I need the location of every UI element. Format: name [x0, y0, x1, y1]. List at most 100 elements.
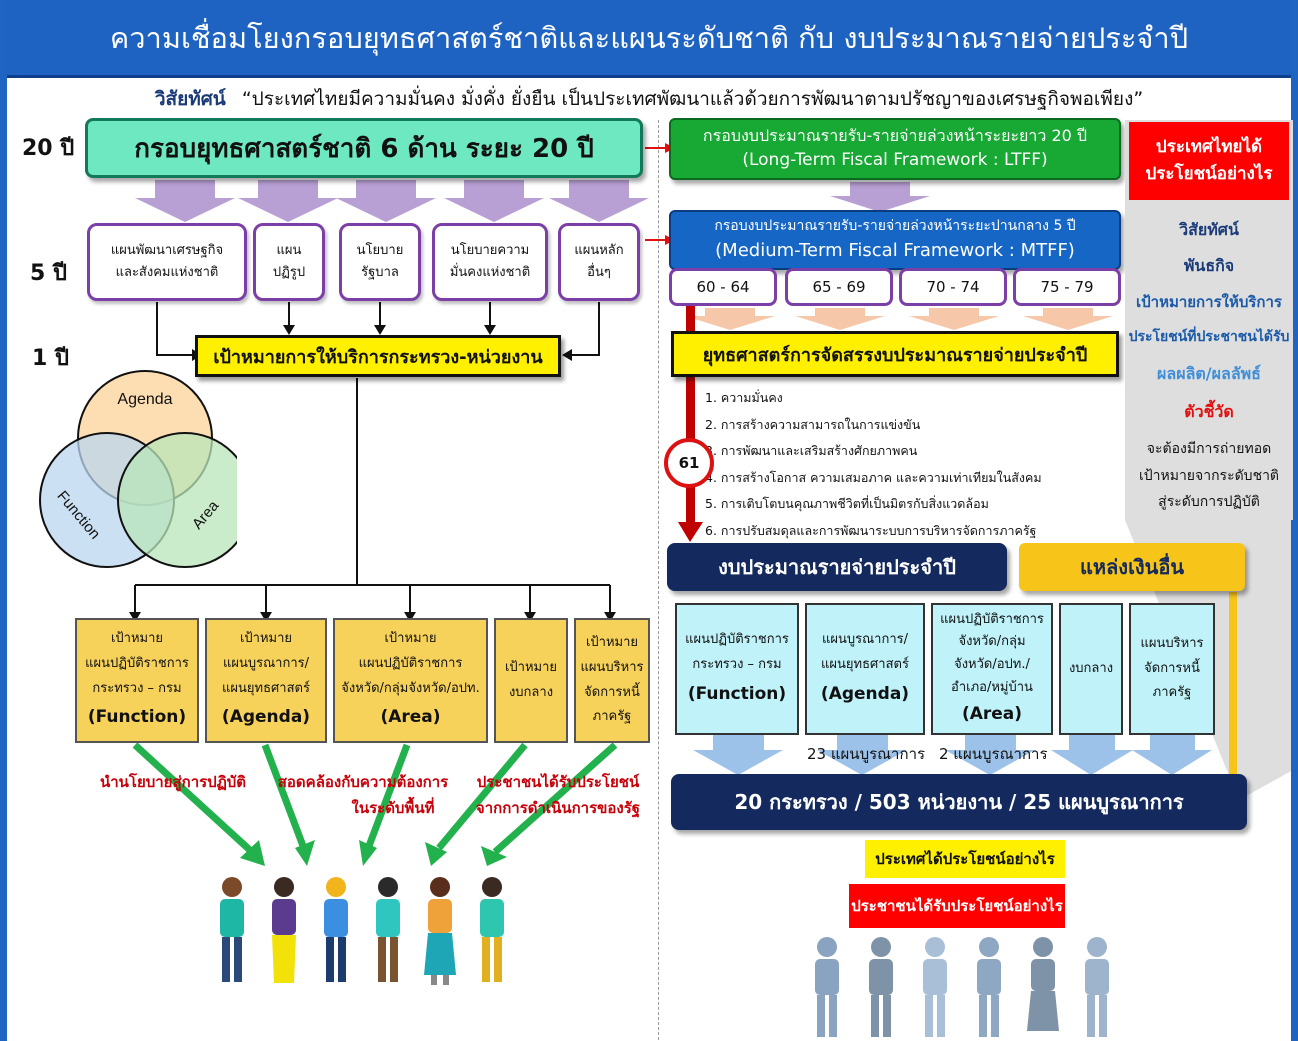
goal-line: เป้าหมาย [504, 659, 558, 675]
page-title: ความเชื่อมโยงกรอบยุทธศาสตร์ชาติและแผนระด… [7, 0, 1291, 78]
goal-line: จัดการหนี้ [584, 684, 640, 700]
budget-plan-line: แผนปฏิบัติราชการ [940, 611, 1044, 627]
people-group-grey [815, 937, 1109, 1037]
goal-central-budget: เป้าหมายงบกลาง [494, 618, 568, 743]
goal-line: แผนปฏิบัติราชการ [358, 656, 463, 671]
plan-line: นโยบายความ [450, 242, 530, 258]
caption-citizen-benefit: ประชาชนได้รับประโยชน์ จากการดำเนินการของ… [463, 770, 653, 821]
ltff-line: กรอบงบประมาณรายรับ-รายจ่ายล่วงหน้าระยะยา… [702, 126, 1088, 146]
strategy-item: 6. การปรับสมดุลและการพัฒนาระบบการบริหารจ… [705, 522, 1037, 538]
person-icon [869, 937, 893, 1037]
plan-line: รัฐบาล [361, 265, 399, 280]
strategy-item: 1. ความมั่นคง [705, 390, 783, 405]
plan-line: มั่นคงแห่งชาติ [449, 265, 531, 280]
ltff-box: กรอบงบประมาณรายรับ-รายจ่ายล่วงหน้าระยะยา… [669, 118, 1121, 180]
budget-plan-debt: แผนบริหารจัดการหนี้ภาครัฐ [1129, 603, 1215, 735]
budget-plan-line: แผนบริหาร [1140, 635, 1204, 651]
purple-arrows [135, 180, 649, 222]
goal-line: งบกลาง [508, 684, 554, 700]
other-funds-box: แหล่งเงินอื่น [1019, 543, 1245, 591]
budget-plan-eng: (Function) [687, 683, 787, 704]
budget-plan-line: จังหวัด/อปท./ [954, 657, 1030, 673]
budget-plan-eng: (Agenda) [820, 683, 910, 704]
plan-line: แผนพัฒนาเศรษฐกิจ [110, 242, 224, 258]
side-note-line: สู่ระดับการปฏิบัติ [1158, 494, 1260, 511]
mtff-line: กรอบงบประมาณรายรับ-รายจ่ายล่วงหน้าระยะปา… [714, 218, 1076, 234]
national-strategy-box: กรอบยุทธศาสตร์ชาติ 6 ด้าน ระยะ 20 ปี [85, 118, 643, 178]
caption-line: ประชาชนได้รับประโยชน์ [476, 773, 640, 791]
person-icon [376, 877, 400, 982]
side-item-output: ผลผลิต/ผลลัพธ์ [1157, 364, 1261, 383]
goal-agenda: เป้าหมายแผนบูรณาการ/แผนยุทธศาสตร์(Agenda… [205, 618, 327, 743]
budget-allocation-strategy: ยุทธศาสตร์การจัดสรรงบประมาณรายจ่ายประจำป… [671, 331, 1119, 377]
venn-agenda-label: Agenda [117, 391, 172, 408]
side-note-line: เป้าหมายจากระดับชาติ [1138, 467, 1280, 484]
plan-government-policy: นโยบายรัฐบาล [339, 223, 421, 301]
goal-eng: (Function) [87, 707, 187, 728]
budget-plan-line: งบกลาง [1068, 660, 1114, 676]
side-item-vision: วิสัยทัศน์ [1179, 220, 1239, 239]
plan-line: ปฏิรูป [272, 265, 306, 280]
side-note: จะต้องมีการถ่ายทอด เป้าหมายจากระดับชาติ … [1125, 436, 1293, 516]
vision-text: “ประเทศไทยมีความมั่นคง มั่งคั่ง ยั่งยืน … [241, 88, 1144, 110]
note-23-integration: 23 แผนบูรณาการ [807, 745, 926, 763]
citizen-benefit-question: ประชาชนได้รับประโยชน์อย่างไร [849, 884, 1065, 928]
goal-function: เป้าหมายแผนปฏิบัติราชการกระทรวง – กรม(Fu… [75, 618, 199, 743]
label-5-years: 5 ปี [30, 261, 67, 286]
mtff-box: กรอบงบประมาณรายรับ-รายจ่ายล่วงหน้าระยะปา… [669, 210, 1121, 270]
range-75-79: 75 - 79 [1013, 268, 1121, 306]
side-item-indicator: ตัวชี้วัด [1184, 402, 1234, 421]
goal-line: จังหวัด/กลุ่มจังหวัด/อปท. [341, 680, 480, 696]
person-icon [977, 937, 1001, 1037]
budget-plan-line: แผนปฏิบัติราชการ [685, 632, 789, 648]
budget-plan-line: ภาครัฐ [1152, 685, 1192, 701]
budget-plan-line: กระทรวง – กรม [692, 656, 782, 672]
ministry-target-box: เป้าหมายการให้บริการกระทรวง-หน่วยงาน [195, 335, 561, 377]
budget-plan-area: แผนปฏิบัติราชการจังหวัด/กลุ่มจังหวัด/อปท… [931, 603, 1053, 735]
caption-line: จากการดำเนินการของรัฐ [475, 798, 641, 817]
label-1-year: 1 ปี [32, 346, 69, 371]
caption-policy: นำนโยบายสู่การปฏิบัติ [83, 770, 263, 796]
goal-line: ภาครัฐ [592, 709, 632, 725]
plan-economic-social: แผนพัฒนาเศรษฐกิจและสังคมแห่งชาติ [87, 223, 247, 301]
vision-statement: วิสัยทัศน์ “ประเทศไทยมีความมั่นคง มั่งคั… [7, 84, 1291, 114]
vision-label: วิสัยทัศน์ [154, 88, 226, 110]
budget-plan-line: จังหวัด/กลุ่ม [958, 634, 1026, 650]
plan-line: นโยบาย [356, 242, 404, 258]
caption-line: สอดคล้องกับความต้องการ [277, 773, 449, 791]
goal-debt-management: เป้าหมายแผนบริหารจัดการหนี้ภาครัฐ [574, 618, 650, 743]
note-2-integration: 2 แผนบูรณาการ [939, 745, 1048, 763]
budget-plan-line: อำเภอ/หมู่บ้าน [951, 679, 1033, 695]
plan-line: และสังคมแห่งชาติ [115, 265, 219, 280]
goal-eng: (Agenda) [221, 707, 311, 728]
person-icon [1085, 937, 1109, 1037]
budget-plan-line: แผนยุทธศาสตร์ [821, 656, 909, 672]
side-item-mission: พันธกิจ [1183, 256, 1235, 275]
budget-plan-agenda: แผนบูรณาการ/แผนยุทธศาสตร์(Agenda) [805, 603, 925, 735]
budget-plan-eng: (Area) [961, 703, 1023, 724]
side-note-line: จะต้องมีการถ่ายทอด [1146, 441, 1272, 457]
range-65-69: 65 - 69 [785, 268, 893, 306]
plan-line: แผน [276, 242, 302, 258]
strategy-item: 3. การพัฒนาและเสริมสร้างศักยภาพคน [705, 443, 918, 458]
strategy-item: 5. การเติบโตบนคุณภาพชีวิตที่เป็นมิตรกับส… [705, 496, 989, 511]
budget-plan-central: งบกลาง [1059, 603, 1123, 735]
strategy-list: 1. ความมั่นคง 2. การสร้างความสามารถในการ… [705, 385, 1125, 544]
person-icon [1027, 937, 1059, 1031]
ltff-line: (Long-Term Fiscal Framework : LTFF) [742, 150, 1048, 171]
side-item-citizen-benefit: ประโยชน์ที่ประชาชนได้รับ [1128, 329, 1290, 345]
range-70-74: 70 - 74 [899, 268, 1007, 306]
plan-reform: แผนปฏิรูป [253, 223, 325, 301]
person-icon [923, 937, 947, 1037]
caption-area-needs: สอดคล้องกับความต้องการ ในระดับพื้นที่ [265, 770, 461, 821]
goal-line: เป้าหมาย [585, 635, 639, 651]
budget-plan-function: แผนปฏิบัติราชการกระทรวง – กรม (Function) [675, 603, 799, 735]
plan-national-security: นโยบายความมั่นคงแห่งชาติ [432, 223, 548, 301]
goal-line: แผนบูรณาการ/ [222, 656, 309, 671]
year-badge: 61 [664, 438, 714, 488]
person-icon [324, 877, 348, 982]
plan-other-master: แผนหลักอื่นๆ [558, 223, 640, 301]
person-icon [815, 937, 839, 1037]
goal-area: เป้าหมายแผนปฏิบัติราชการจังหวัด/กลุ่มจัง… [333, 618, 488, 743]
